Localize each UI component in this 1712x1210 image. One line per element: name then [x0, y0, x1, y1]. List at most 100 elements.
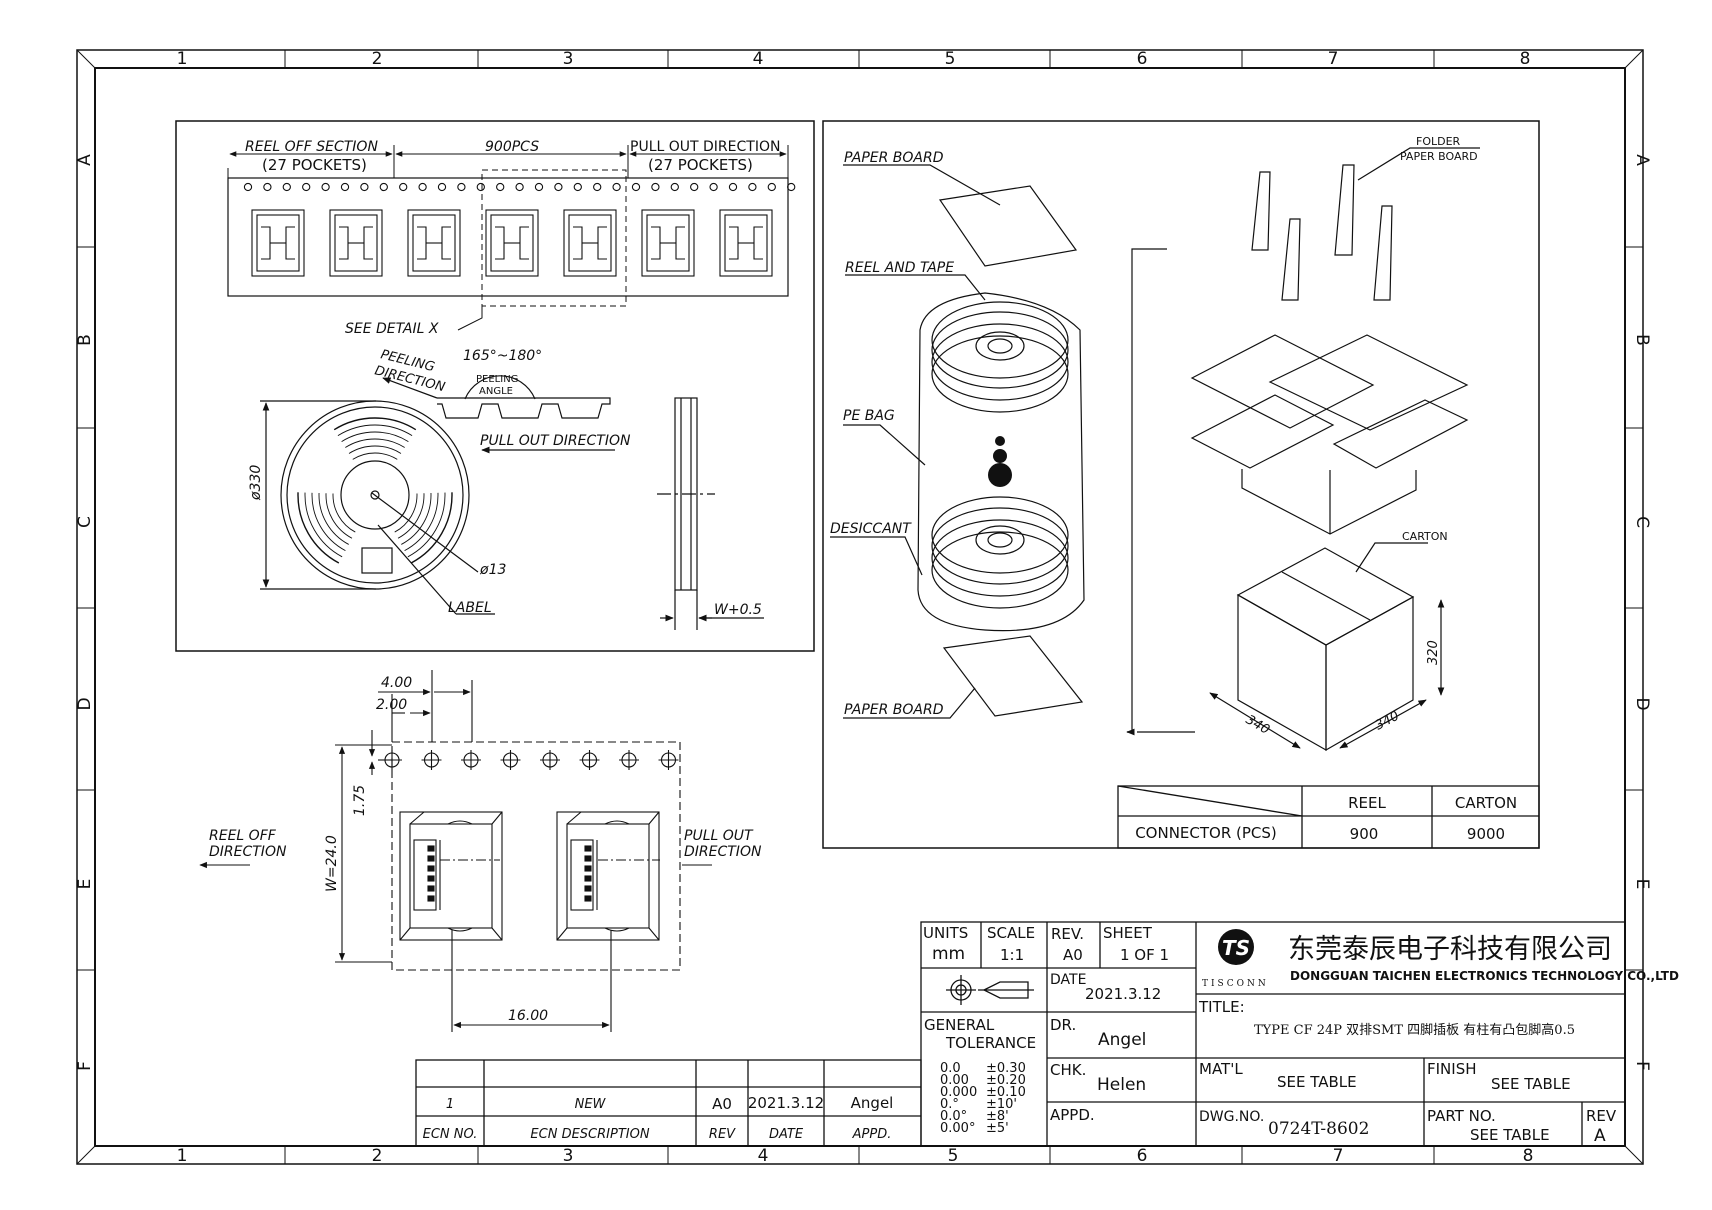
row-label: E — [75, 879, 95, 890]
paper-board-top — [938, 185, 1078, 267]
sprocket-hole — [748, 182, 757, 192]
dwg-no-value: 0724T-8602 — [1268, 1119, 1369, 1139]
material-label: MAT'L — [1199, 1060, 1243, 1078]
detail-pitch-2: 2.00 — [376, 697, 407, 713]
peeling-angle-label: PEELING — [476, 374, 518, 385]
company-name-en: DONGGUAN TAICHEN ELECTRONICS TECHNOLOGY … — [1290, 969, 1679, 983]
sprocket-hole — [593, 182, 602, 192]
reel-off-section-label: REEL OFF SECTION — [245, 139, 378, 155]
sprocket-hole — [612, 182, 621, 192]
box-flap-left — [1190, 334, 1375, 429]
tolerance-key: 0.00 — [940, 1073, 969, 1088]
sprocket-hole — [399, 182, 408, 192]
general-tolerance-label: TOLERANCE — [945, 1034, 1036, 1052]
tolerance-value: ±10' — [986, 1097, 1017, 1112]
sprocket-hole — [457, 182, 466, 192]
sprocket-hole — [728, 182, 738, 192]
reel-view-panel: REEL OFF SECTION (27 POCKETS) 900PCS PUL… — [175, 120, 815, 652]
sprocket-hole — [787, 182, 796, 192]
rev-row-desc: NEW — [575, 1097, 607, 1112]
tolerance-key: 0.° — [940, 1097, 959, 1112]
part-no-value: SEE TABLE — [1470, 1126, 1550, 1144]
carton-dim-d: 340 — [1373, 709, 1402, 734]
company-logo: TS TISCONN — [1202, 929, 1266, 989]
continuation-dot — [988, 463, 1012, 487]
rev-header-ecn: ECN NO. — [423, 1127, 478, 1142]
tape-pockets — [251, 209, 773, 277]
detail-pocket-pitch: 16.00 — [508, 1008, 548, 1024]
detail-pull-out-label: DIRECTION — [684, 844, 762, 860]
drawn-by-value: Angel — [1098, 1030, 1146, 1050]
revision-table: 1 NEW A0 2021.3.12 Angel ECN NO. ECN DES… — [415, 1059, 922, 1147]
sprocket-hole — [321, 182, 330, 192]
col-label: 7 — [1333, 1146, 1344, 1166]
logo-mark: TS — [1222, 936, 1250, 960]
row-label: A — [1632, 154, 1652, 166]
dwg-no-label: DWG.NO. — [1199, 1109, 1264, 1125]
reel-window — [297, 492, 356, 564]
detail-x-view: 4.00 2.00 1.75 W=24.0 16.00 REEL OFF DIR… — [199, 670, 762, 1032]
qty-carton-value: 9000 — [1467, 825, 1505, 843]
row-label: C — [75, 516, 95, 528]
tape-pocket — [641, 209, 695, 277]
detail-pocket — [556, 811, 660, 941]
sprocket-hole — [651, 182, 660, 192]
detail-reel-off-label: DIRECTION — [209, 844, 287, 860]
approved-by-label: APPD. — [1050, 1106, 1095, 1124]
row-label: C — [1632, 516, 1652, 528]
material-value: SEE TABLE — [1277, 1073, 1357, 1091]
carton-dim-h: 320 — [1426, 640, 1441, 665]
drawing-title: TYPE CF 24P 双排SMT 四脚插板 有柱有凸包脚高0.5 — [1254, 1022, 1575, 1038]
qty-col-reel: REEL — [1348, 794, 1386, 812]
tape-pocket — [329, 209, 383, 277]
pull-out-direction-label: PULL OUT DIRECTION — [630, 139, 780, 155]
reel-width: W+0.5 — [714, 602, 762, 618]
rev-header-rev: REV — [709, 1127, 736, 1142]
sprocket-hole — [340, 182, 350, 192]
grid-labels: 1 2 3 4 5 6 7 8 1 2 3 4 5 6 7 8 A B C D … — [75, 49, 1652, 1166]
row-label: E — [1632, 879, 1652, 890]
qty-table: REEL CARTON CONNECTOR (PCS) 900 9000 — [1117, 785, 1540, 849]
tape-pocket — [563, 209, 617, 277]
pe-bag — [917, 292, 1085, 632]
col-label: 6 — [1137, 49, 1148, 69]
folder-board — [1251, 171, 1271, 251]
tolerance-value: ±0.10 — [986, 1085, 1026, 1100]
qty-reel-value: 900 — [1350, 825, 1379, 843]
carton-label: CARTON — [1402, 530, 1448, 543]
qty-row-label: CONNECTOR (PCS) — [1135, 824, 1277, 842]
col-label: 1 — [177, 1146, 188, 1166]
packing-view-panel: PAPER BOARD REEL AND TAPE PE BAG DESICCA… — [822, 120, 1540, 849]
detail-pitch-4: 4.00 — [381, 675, 412, 691]
row-label: B — [75, 334, 95, 346]
label-callout: LABEL — [448, 600, 492, 616]
paper-board-top-label: PAPER BOARD — [844, 150, 944, 166]
sprocket-hole — [282, 182, 291, 192]
rev-row-ecn: 1 — [446, 1097, 454, 1112]
rev-row-date: 2021.3.12 — [748, 1094, 824, 1112]
col-label: 5 — [945, 49, 956, 69]
col-label: 2 — [372, 49, 383, 69]
sprocket-hole — [534, 182, 544, 192]
rev-header-appd: APPD. — [852, 1127, 892, 1142]
date-value: 2021.3.12 — [1085, 985, 1161, 1003]
desiccant-label: DESICCANT — [830, 521, 912, 537]
detail-width: W=24.0 — [324, 835, 340, 892]
pull-out-pockets-label: (27 POCKETS) — [648, 156, 753, 174]
sprocket-hole — [418, 182, 427, 192]
folder-label: PAPER BOARD — [1400, 150, 1478, 163]
row-label: F — [75, 1061, 95, 1071]
col-label: 3 — [563, 49, 574, 69]
reel-window — [333, 417, 417, 460]
sprocket-hole — [263, 182, 272, 192]
reel-and-tape-label: REEL AND TAPE — [845, 260, 954, 276]
carrier-tape — [227, 177, 789, 297]
company-name-cn: 东莞泰辰电子科技有限公司 — [1288, 934, 1612, 965]
sheet-border — [76, 49, 1644, 1165]
part-no-label: PART NO. — [1427, 1107, 1496, 1125]
finish-label: FINISH — [1427, 1060, 1477, 1078]
sprocket-hole — [690, 182, 699, 192]
checked-by-label: CHK. — [1050, 1061, 1086, 1079]
row-label: D — [1632, 697, 1652, 710]
